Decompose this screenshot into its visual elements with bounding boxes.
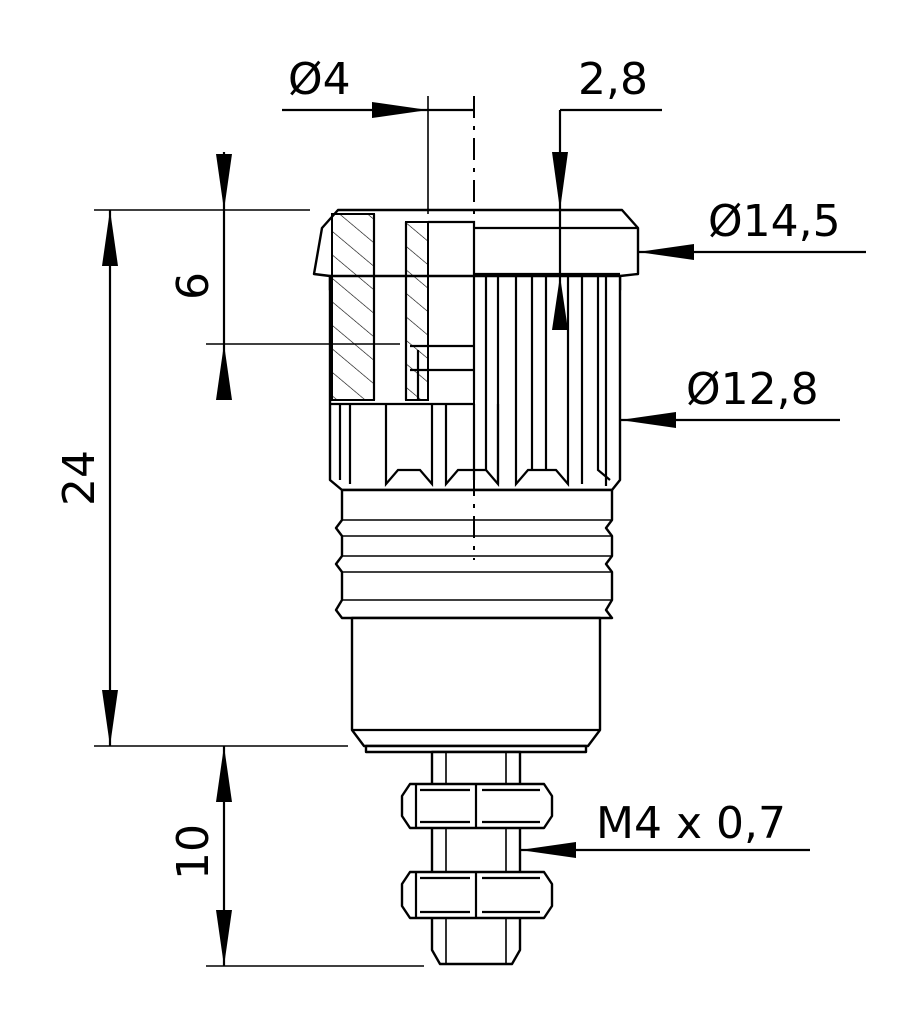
- arrow-wall-top: [552, 152, 568, 210]
- arrow-thread: [520, 842, 576, 858]
- arrow-height-top: [102, 210, 118, 266]
- groove-lines: [342, 519, 612, 601]
- label-wall-offset: 2,8: [578, 54, 648, 105]
- arrow-body: [620, 412, 676, 428]
- label-body-diameter: Ø12,8: [686, 364, 819, 415]
- socket-body: [312, 208, 640, 754]
- arrow-depth-top: [216, 154, 232, 210]
- collar-step: [474, 226, 638, 276]
- hex-nut-upper-faces: [414, 784, 540, 828]
- arrow-height-bottom: [102, 690, 118, 746]
- dimension-labels: Ø4 2,8 Ø14,5 Ø12,8 M4 x 0,7 6 24 10: [54, 54, 841, 880]
- arrow-stud-bottom: [216, 910, 232, 966]
- lower-cylinder: [350, 616, 602, 748]
- hex-nut-lower-faces: [414, 872, 540, 918]
- label-body-height: 24: [54, 450, 105, 506]
- section-wall-left: [331, 213, 375, 401]
- arrow-wall-bottom: [552, 276, 568, 330]
- arrow-bore: [372, 102, 428, 118]
- label-bore-diameter: Ø4: [288, 54, 351, 105]
- label-collar-depth: 6: [168, 272, 219, 300]
- arrow-depth-bottom: [216, 344, 232, 400]
- dimension-lines: [94, 96, 866, 967]
- arrow-stud-top: [216, 746, 232, 802]
- flutes: [330, 276, 611, 487]
- groove-band: [334, 488, 614, 620]
- base-washer: [364, 744, 588, 754]
- label-thread: M4 x 0,7: [596, 798, 786, 849]
- threaded-stud: [400, 750, 554, 966]
- arrow-collar: [638, 244, 694, 260]
- label-collar-diameter: Ø14,5: [708, 196, 841, 247]
- label-stud-length: 10: [168, 824, 219, 880]
